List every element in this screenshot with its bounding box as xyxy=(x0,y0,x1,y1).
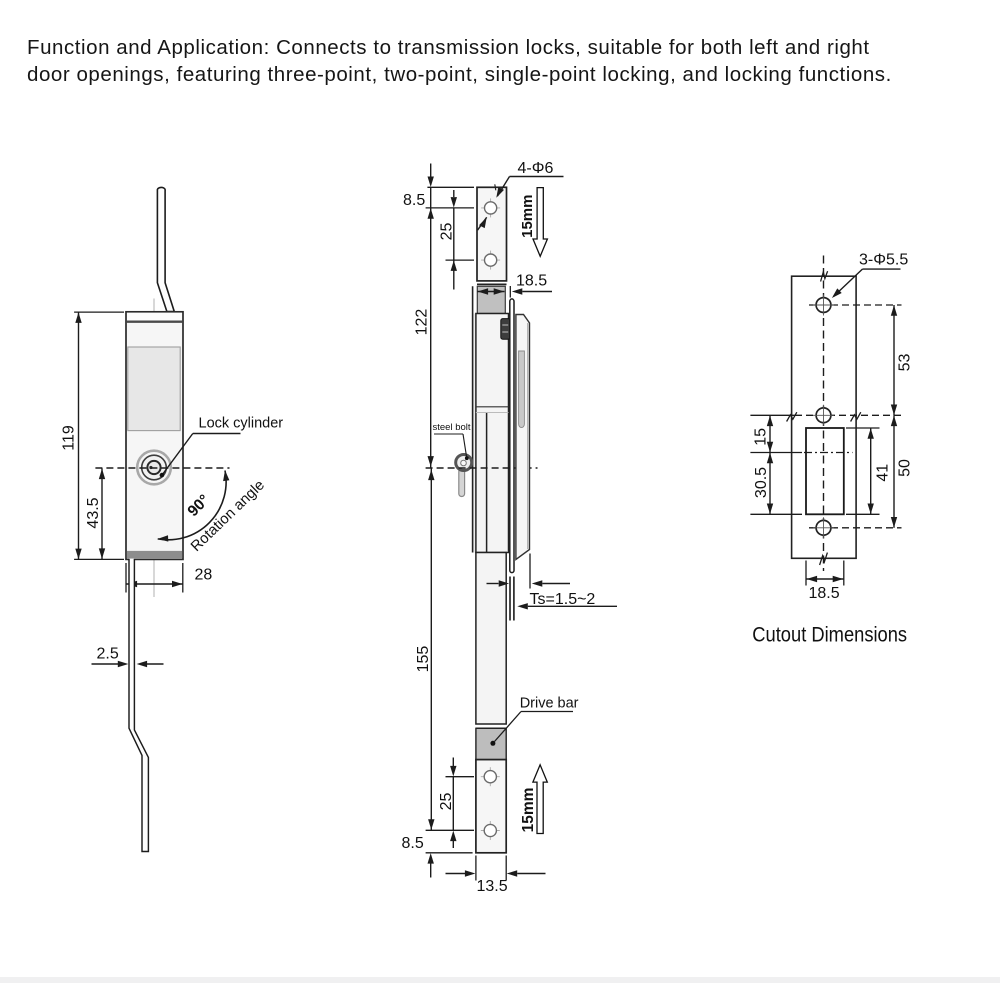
svg-text:53: 53 xyxy=(897,354,914,372)
svg-text:15: 15 xyxy=(753,428,770,446)
svg-text:25: 25 xyxy=(438,793,455,811)
svg-text:15mm: 15mm xyxy=(519,195,536,238)
svg-text:15mm: 15mm xyxy=(520,788,537,833)
svg-text:8.5: 8.5 xyxy=(403,192,425,209)
svg-text:122: 122 xyxy=(414,309,431,336)
svg-text:Ts=1.5~2: Ts=1.5~2 xyxy=(530,591,596,608)
svg-text:28: 28 xyxy=(195,567,213,584)
svg-text:4-Φ6: 4-Φ6 xyxy=(518,160,554,177)
svg-text:3-Φ5.5: 3-Φ5.5 xyxy=(859,252,908,269)
svg-text:30.5: 30.5 xyxy=(753,467,770,498)
svg-text:Drive bar: Drive bar xyxy=(520,696,579,712)
svg-text:steel bolt: steel bolt xyxy=(433,422,471,433)
svg-text:2.5: 2.5 xyxy=(97,646,119,663)
svg-text:Lock cylinder: Lock cylinder xyxy=(199,416,284,432)
svg-text:43.5: 43.5 xyxy=(85,497,102,528)
svg-text:90°: 90° xyxy=(185,492,214,521)
svg-text:18.5: 18.5 xyxy=(516,273,547,290)
svg-text:119: 119 xyxy=(61,425,78,451)
svg-text:25: 25 xyxy=(438,223,455,241)
svg-text:155: 155 xyxy=(415,646,432,673)
svg-text:Cutout Dimensions: Cutout Dimensions xyxy=(752,623,907,647)
svg-text:13.5: 13.5 xyxy=(477,878,508,895)
svg-text:50: 50 xyxy=(897,459,914,477)
svg-text:18.5: 18.5 xyxy=(809,585,840,602)
svg-text:8.5: 8.5 xyxy=(402,835,424,852)
svg-text:41: 41 xyxy=(875,464,892,482)
